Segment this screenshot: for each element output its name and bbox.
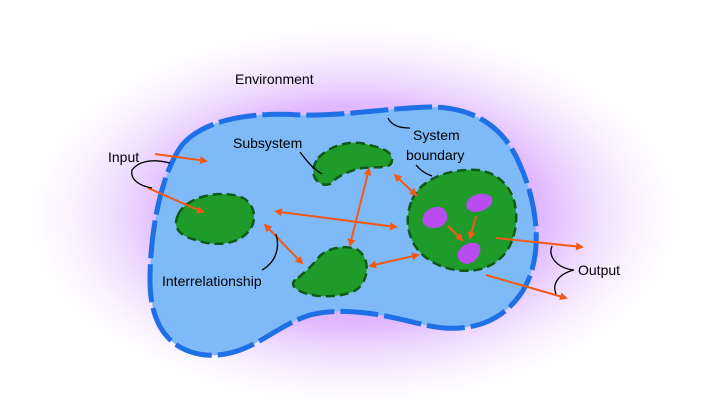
subsystem-label: Subsystem — [233, 135, 302, 151]
output-leader — [550, 245, 575, 295]
output-arrow-top — [495, 237, 584, 251]
subsystem-bottom — [291, 246, 368, 298]
interrelationship-label: Interrelationship — [162, 273, 262, 289]
input-arrow-top — [154, 153, 208, 165]
interrelationship-arrow-left-right — [274, 208, 398, 231]
interrelationship-leader — [261, 233, 279, 271]
system-boundary-leader — [387, 117, 411, 129]
input-leader — [131, 160, 171, 189]
interrelationship-arrow-top-bottom — [347, 167, 372, 247]
system-area — [147, 104, 539, 358]
environment-label: Environment — [235, 71, 314, 87]
component-arrow-a — [447, 225, 464, 242]
output-label: Output — [578, 262, 620, 278]
interrelationship-arrow-bottom-right — [368, 252, 420, 269]
subsystem-top — [312, 141, 394, 187]
system-boundary-label-line2: boundary — [406, 147, 464, 163]
subsystem-left — [174, 192, 256, 246]
component-top — [466, 193, 493, 212]
component-left — [422, 206, 448, 228]
input-arrow-bottom — [147, 187, 205, 214]
component-bottom — [457, 242, 481, 264]
component-arrow-b — [467, 215, 477, 240]
subsystem-right — [406, 168, 518, 273]
system-boundary-label-line1: System — [413, 127, 460, 143]
interrelationship-arrow-left-bottom — [263, 223, 304, 265]
interrelationship-arrow-top-right — [393, 173, 418, 197]
output-arrow-bottom — [485, 274, 568, 301]
subsystem-leader — [299, 151, 323, 175]
system-boundary-leader-lower — [415, 164, 433, 177]
input-label: Input — [108, 149, 139, 165]
